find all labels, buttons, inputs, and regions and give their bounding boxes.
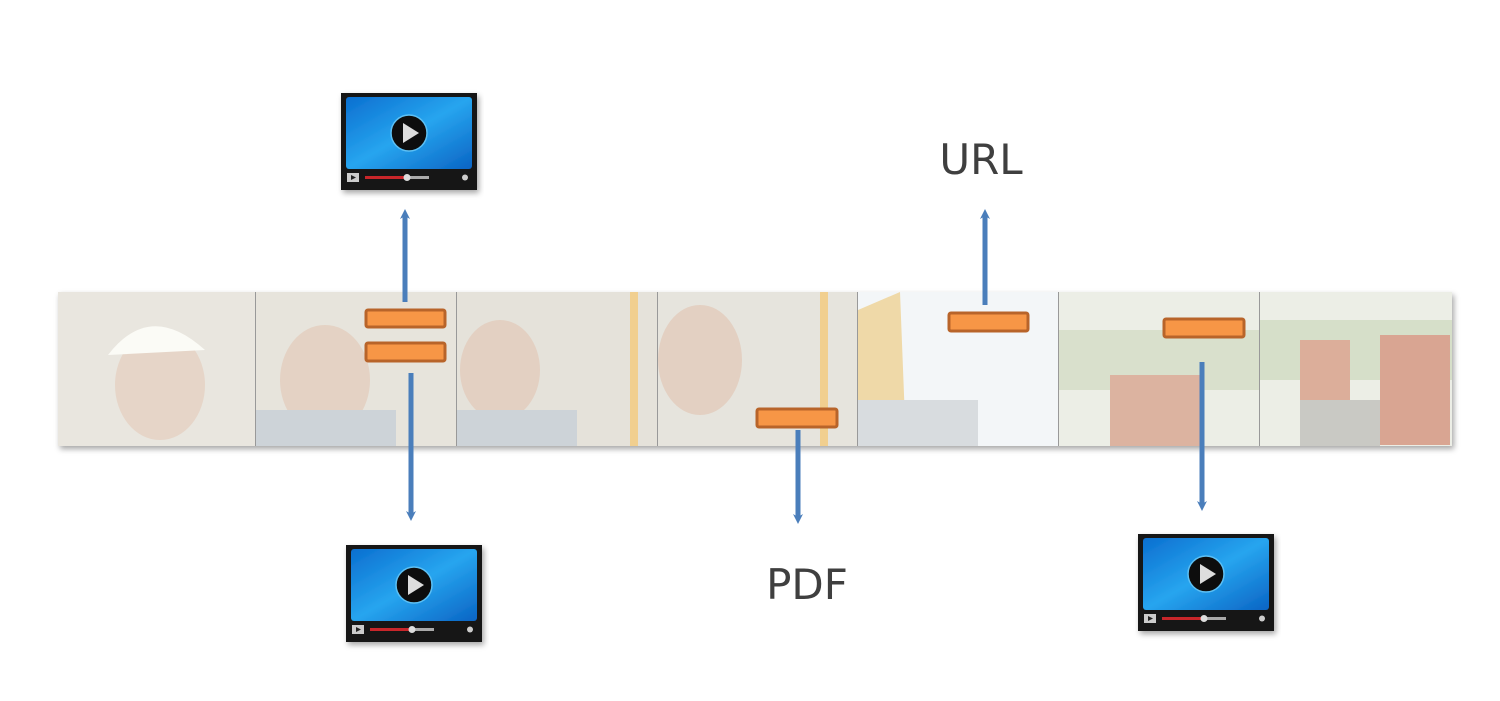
video-player-icon[interactable] (340, 92, 478, 191)
pdf-label: PDF (766, 560, 848, 609)
video-player-icon[interactable] (1137, 533, 1275, 632)
url-label: URL (939, 135, 1023, 184)
annotation-marker[interactable] (755, 407, 839, 429)
annotation-marker[interactable] (364, 341, 447, 363)
annotation-marker[interactable] (947, 311, 1030, 333)
arrows (400, 209, 1207, 524)
video-player-icon[interactable] (345, 544, 483, 643)
filmstrip-frames (58, 292, 1452, 446)
annotation-marker[interactable] (1162, 317, 1246, 339)
annotation-marker[interactable] (364, 308, 447, 329)
